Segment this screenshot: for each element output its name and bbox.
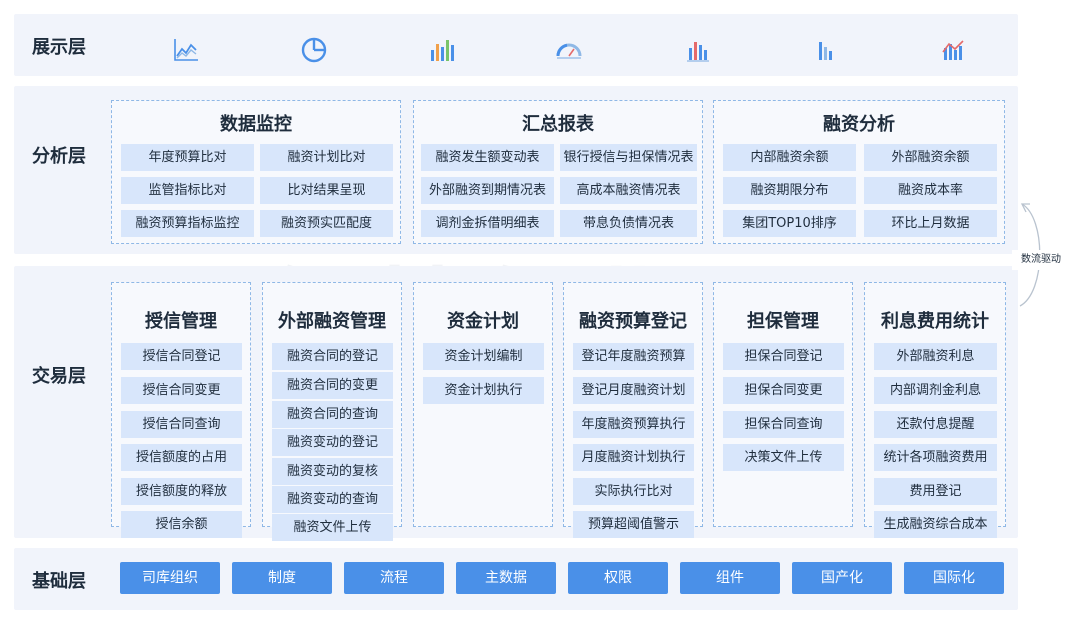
trade-item: 授信额度的释放 <box>121 478 242 505</box>
trade-item: 融资变动的复核 <box>272 458 393 485</box>
trade-item: 费用登记 <box>874 478 997 505</box>
trade-item: 授信合同变更 <box>121 377 242 404</box>
analysis-item: 高成本融资情况表 <box>560 177 697 204</box>
base-item-permissions: 权限 <box>568 562 668 594</box>
analysis-item: 银行授信与担保情况表 <box>560 144 697 171</box>
trade-item: 决策文件上传 <box>723 444 844 471</box>
trade-item: 授信额度的占用 <box>121 444 242 471</box>
trade-group-guarantee-management: 担保管理 担保合同登记 担保合同变更 担保合同查询 决策文件上传 <box>713 282 853 527</box>
trade-item: 授信余额 <box>121 511 242 538</box>
analysis-item: 融资发生额变动表 <box>421 144 554 171</box>
trade-item: 登记月度融资计划 <box>573 377 694 404</box>
trade-item: 担保合同登记 <box>723 343 844 370</box>
trade-item: 融资合同的登记 <box>272 343 393 370</box>
trade-layer-label: 交易层 <box>32 366 86 387</box>
trade-item: 授信合同登记 <box>121 343 242 370</box>
gauge-icon <box>556 43 582 59</box>
analysis-item: 年度预算比对 <box>121 144 254 171</box>
combo-chart-icon <box>942 40 964 60</box>
analysis-item: 融资计划比对 <box>260 144 393 171</box>
data-flow-label: 数流驱动 <box>1012 250 1070 270</box>
analysis-item: 融资期限分布 <box>723 177 856 204</box>
trade-group-credit-management: 授信管理 授信合同登记 授信合同变更 授信合同查询 授信额度的占用 授信额度的释… <box>111 282 251 538</box>
display-layer-label: 展示层 <box>32 37 86 58</box>
group-title: 融资预算登记 <box>579 311 687 332</box>
trade-item: 预算超阈值警示 <box>573 511 694 538</box>
trade-item: 内部调剂金利息 <box>874 377 997 404</box>
trade-item: 统计各项融资费用 <box>874 444 997 471</box>
base-item-master-data: 主数据 <box>456 562 556 594</box>
trade-group-external-financing: 外部融资管理 融资合同的登记 融资合同的变更 融资合同的查询 融资变动的登记 融… <box>262 282 402 541</box>
trade-item: 融资合同的查询 <box>272 401 393 428</box>
trade-item: 资金计划执行 <box>423 377 544 404</box>
trade-group-budget-registration: 融资预算登记 登记年度融资预算 登记月度融资计划 年度融资预算执行 月度融资计划… <box>563 282 703 538</box>
analysis-item: 融资成本率 <box>864 177 997 204</box>
group-title: 资金计划 <box>447 311 519 332</box>
group-title: 授信管理 <box>145 311 217 332</box>
group-title: 利息费用统计 <box>881 311 989 332</box>
analysis-item: 集团TOP10排序 <box>723 210 856 237</box>
trade-item: 生成融资综合成本 <box>874 511 997 538</box>
trade-item: 登记年度融资预算 <box>573 343 694 370</box>
group-title: 数据监控 <box>220 114 292 135</box>
base-item-components: 组件 <box>680 562 780 594</box>
base-item-internationalization: 国际化 <box>904 562 1004 594</box>
trade-item: 担保合同变更 <box>723 377 844 404</box>
base-item-localization: 国产化 <box>792 562 892 594</box>
analysis-layer: 分析层 数据监控 年度预算比对 融资计划比对 监管指标比对 比对结果呈现 融资预… <box>14 86 1018 254</box>
analysis-group-data-monitoring: 数据监控 年度预算比对 融资计划比对 监管指标比对 比对结果呈现 融资预算指标监… <box>111 100 401 244</box>
group-title: 汇总报表 <box>522 114 594 135</box>
display-layer: 展示层 <box>14 14 1018 76</box>
analysis-item: 调剂金拆借明细表 <box>421 210 554 237</box>
analysis-item: 外部融资到期情况表 <box>421 177 554 204</box>
line-chart-icon <box>174 39 198 61</box>
group-title: 担保管理 <box>747 311 819 332</box>
trade-item: 授信合同查询 <box>121 411 242 438</box>
base-layer-label: 基础层 <box>32 571 86 592</box>
trade-item: 年度融资预算执行 <box>573 411 694 438</box>
analysis-item: 环比上月数据 <box>864 210 997 237</box>
column-chart-icon <box>819 42 832 60</box>
analysis-item: 带息负债情况表 <box>560 210 697 237</box>
group-title: 外部融资管理 <box>278 311 386 332</box>
pie-chart-icon <box>301 37 327 63</box>
trade-item: 融资变动的登记 <box>272 429 393 456</box>
trade-group-fund-plan: 资金计划 资金计划编制 资金计划执行 <box>413 282 553 527</box>
trade-item: 还款付息提醒 <box>874 411 997 438</box>
colored-bar-chart-icon <box>431 40 454 61</box>
trade-item: 融资变动的查询 <box>272 486 393 513</box>
analysis-group-summary-reports: 汇总报表 融资发生额变动表 银行授信与担保情况表 外部融资到期情况表 高成本融资… <box>413 100 703 244</box>
trade-group-interest-statistics: 利息费用统计 外部融资利息 内部调剂金利息 还款付息提醒 统计各项融资费用 费用… <box>864 282 1006 538</box>
analysis-item: 内部融资余额 <box>723 144 856 171</box>
trade-layer: 交易层 授信管理 授信合同登记 授信合同变更 授信合同查询 授信额度的占用 授信… <box>14 266 1018 541</box>
base-layer: 基础层 司库组织 制度 流程 主数据 权限 组件 国产化 国际化 <box>14 548 1018 610</box>
base-item-treasury-org: 司库组织 <box>120 562 220 594</box>
analysis-item: 融资预算指标监控 <box>121 210 254 237</box>
analysis-layer-label: 分析层 <box>32 146 86 167</box>
bar-chart-icon <box>687 42 709 62</box>
analysis-group-financing-analysis: 融资分析 内部融资余额 外部融资余额 融资期限分布 融资成本率 集团TOP10排… <box>713 100 1005 244</box>
analysis-item: 融资预实匹配度 <box>260 210 393 237</box>
analysis-item: 监管指标比对 <box>121 177 254 204</box>
analysis-item: 外部融资余额 <box>864 144 997 171</box>
trade-item: 担保合同查询 <box>723 411 844 438</box>
trade-item: 融资合同的变更 <box>272 372 393 399</box>
trade-item: 融资文件上传 <box>272 514 393 541</box>
trade-item: 资金计划编制 <box>423 343 544 370</box>
trade-item: 外部融资利息 <box>874 343 997 370</box>
base-item-process: 流程 <box>344 562 444 594</box>
trade-item: 实际执行比对 <box>573 478 694 505</box>
trade-item: 月度融资计划执行 <box>573 444 694 471</box>
base-item-policy: 制度 <box>232 562 332 594</box>
analysis-item: 比对结果呈现 <box>260 177 393 204</box>
group-title: 融资分析 <box>823 114 895 135</box>
